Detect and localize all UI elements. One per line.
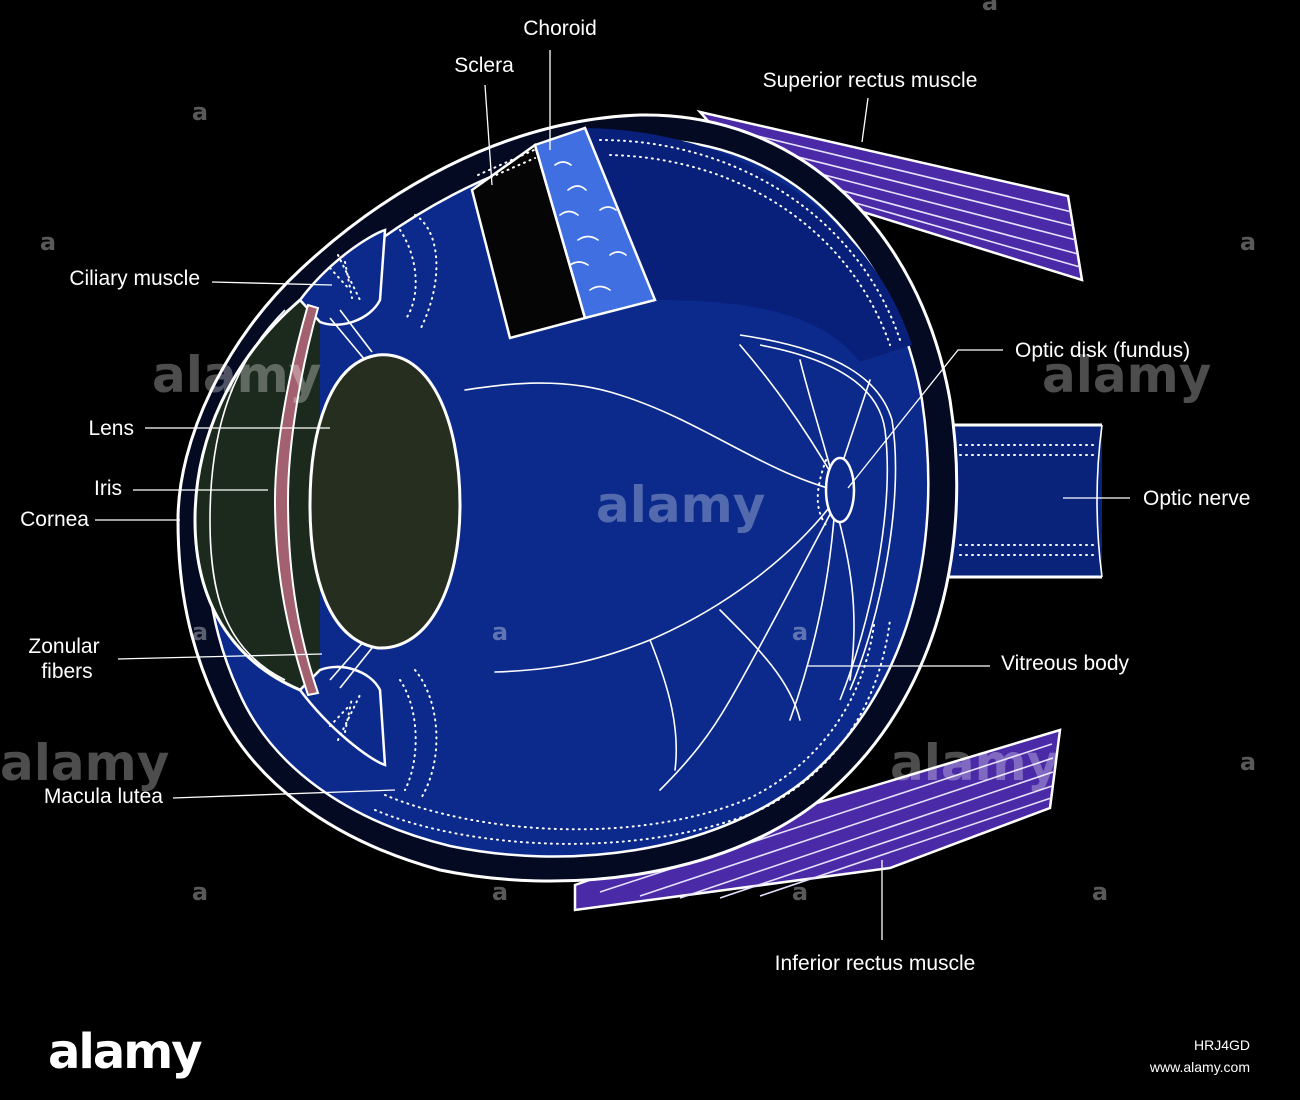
optic-nerve (930, 423, 1103, 579)
watermark-text: alamy (152, 346, 321, 404)
lens (308, 353, 462, 650)
label-zonular-line-1: Zonular (28, 635, 99, 658)
footer-image-info: HRJ4GD www.alamy.com (1150, 1034, 1250, 1078)
watermark-mark: a (1092, 878, 1108, 906)
watermark-mark: a (1240, 748, 1256, 776)
watermark-text: alamy (0, 734, 169, 792)
label-optic-disk: Optic disk (fundus) (1015, 339, 1190, 362)
ciliary-body (298, 228, 387, 767)
watermark-mark: a (40, 228, 56, 256)
label-inferior-rectus: Inferior rectus muscle (775, 952, 976, 975)
footer-site: www.alamy.com (1149, 1059, 1250, 1075)
watermark-text: alamy (890, 734, 1059, 792)
footer-image-id: HRJ4GD (1193, 1037, 1250, 1053)
labels: Choroid Sclera Superior rectus muscle Ci… (20, 17, 1250, 975)
label-zonular-line-2: fibers (41, 660, 92, 683)
watermark-mark: a (1240, 228, 1256, 256)
label-superior-rectus: Superior rectus muscle (763, 69, 978, 92)
zonular-fibers (329, 309, 373, 689)
label-sclera: Sclera (454, 54, 514, 77)
watermark-mark: a (792, 618, 808, 646)
watermark-mark: a (982, 0, 998, 16)
watermark-text: alamy (596, 476, 765, 534)
optic-disk (816, 456, 856, 526)
watermark-mark: a (792, 878, 808, 906)
watermark-mark: a (492, 878, 508, 906)
label-cornea: Cornea (20, 508, 89, 531)
label-optic-nerve: Optic nerve (1143, 487, 1250, 510)
label-choroid: Choroid (523, 17, 597, 40)
retinal-vessels (464, 344, 871, 791)
watermark-text: alamy (1042, 346, 1211, 404)
label-macula-lutea: Macula lutea (44, 785, 163, 808)
leader-lines (95, 50, 1130, 940)
watermark-mark: a (192, 98, 208, 126)
label-iris: Iris (94, 477, 122, 500)
watermark-mark: a (492, 618, 508, 646)
iris (273, 303, 320, 697)
watermark-mark: a (192, 618, 208, 646)
watermarks: alamy alamy alamy alamy alamy a a a a a … (0, 0, 1256, 906)
watermark-mark: a (192, 878, 208, 906)
choroid-section (533, 126, 657, 320)
footer-logo: alamy (48, 1024, 203, 1080)
label-ciliary-muscle: Ciliary muscle (69, 267, 200, 290)
superior-rectus-muscle (696, 109, 1084, 282)
label-lens: Lens (88, 417, 134, 440)
label-vitreous-body: Vitreous body (1001, 652, 1130, 675)
